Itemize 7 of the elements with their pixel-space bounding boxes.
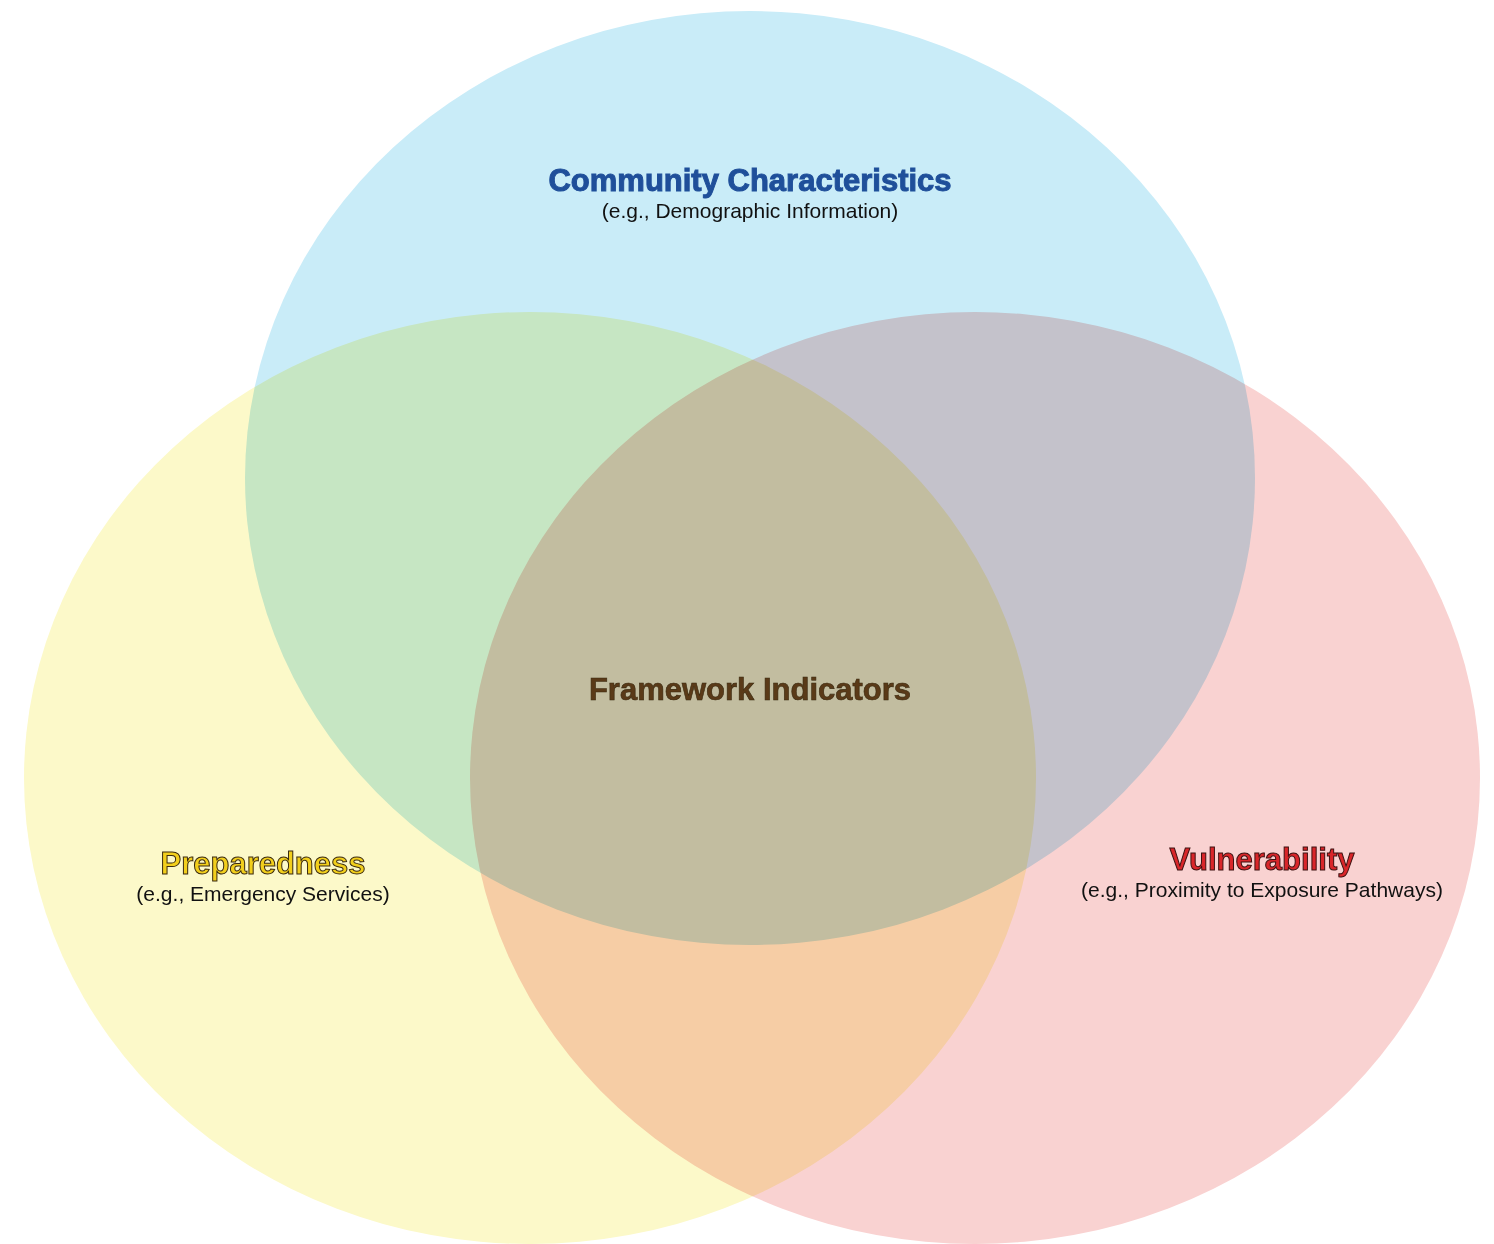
circle-subtitle: (e.g., Proximity to Exposure Pathways)	[1081, 878, 1443, 902]
circle-subtitle: (e.g., Emergency Services)	[136, 882, 390, 906]
circle-heading: Community Characteristics	[548, 163, 952, 199]
circle-heading: Vulnerability	[1169, 842, 1355, 878]
circle-heading: Preparedness	[160, 846, 366, 882]
circle-subtitle: (e.g., Demographic Information)	[601, 199, 899, 223]
center-label: Framework Indicators	[588, 672, 912, 708]
